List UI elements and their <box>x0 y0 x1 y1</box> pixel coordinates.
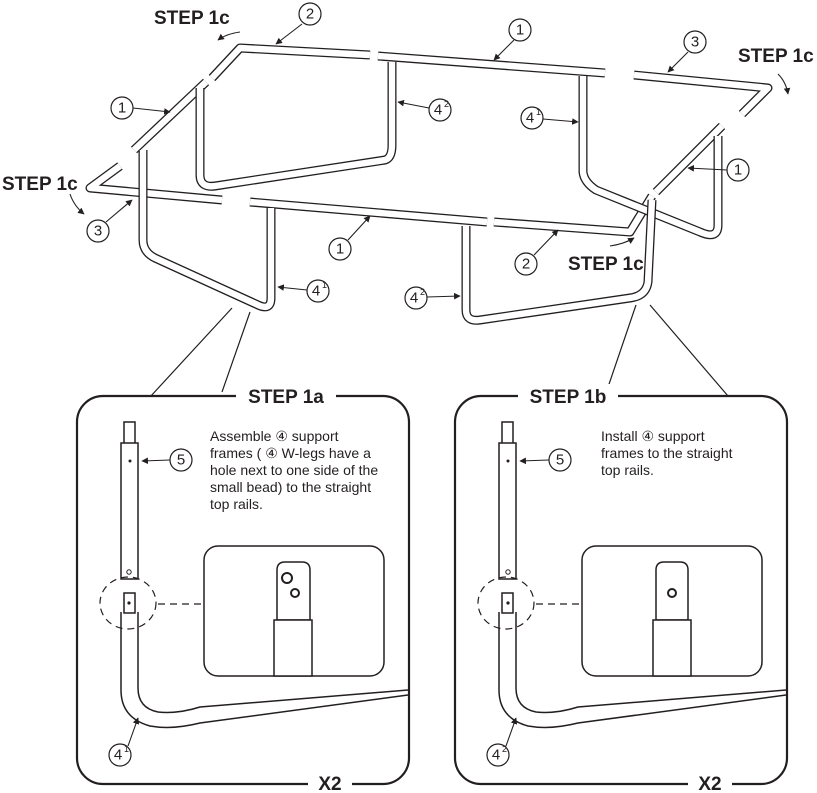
svg-text:3: 3 <box>94 223 102 240</box>
callout-3-top-right: 3 <box>667 30 707 73</box>
step-1c-label-top-right: STEP 1c <box>738 46 814 67</box>
rotate-arrow-front-right <box>609 237 635 247</box>
svg-text:2: 2 <box>502 744 507 754</box>
callout-4-2-front-right: 4 2 <box>404 286 461 310</box>
detail-panel-step-1a: STEP 1a X2 5 4 1 <box>75 384 411 793</box>
corner-rail-2-top-left <box>208 43 371 82</box>
support-frame-4-2-front-right <box>461 199 657 325</box>
step-1c-label-top-left: STEP 1c <box>154 8 230 29</box>
svg-text:2: 2 <box>306 6 314 23</box>
w-leg-4-1-detail <box>120 592 409 729</box>
w-leg-4-2-detail <box>498 592 787 729</box>
svg-text:2: 2 <box>420 287 425 297</box>
vertical-pole-5-a <box>120 421 139 580</box>
callout-5-a: 5 <box>141 448 193 472</box>
detail-panel-step-1b: STEP 1b X2 5 4 2 <box>453 384 789 793</box>
svg-text:1: 1 <box>124 744 129 754</box>
straight-rail-1-front <box>249 197 488 227</box>
corner-rail-3-top-right <box>633 70 773 118</box>
svg-text:4: 4 <box>114 747 122 764</box>
detail-pointer-lines-a <box>149 307 251 398</box>
rotate-arrow-top-right <box>777 73 791 95</box>
svg-text:1: 1 <box>118 100 126 117</box>
callout-2-top: 2 <box>275 2 322 45</box>
rotate-arrow-top-left <box>217 31 241 41</box>
callout-4-2-panel-b: 4 2 <box>486 717 518 767</box>
straight-rail-1-right <box>652 122 726 196</box>
svg-text:5: 5 <box>177 452 185 469</box>
callout-4-1-right: 4 1 <box>520 106 579 130</box>
step-1b-instructions: Install ④ support frames to the straight… <box>601 428 733 478</box>
svg-text:3: 3 <box>691 34 699 51</box>
quantity-x2-b: X2 <box>698 774 721 793</box>
callout-5-b: 5 <box>519 448 572 472</box>
callout-3-left: 3 <box>86 199 133 243</box>
step-1c-label-left: STEP 1c <box>2 174 78 195</box>
svg-text:1: 1 <box>336 241 344 258</box>
svg-text:4: 4 <box>526 110 534 127</box>
vertical-pole-5-b <box>498 421 517 580</box>
callout-2-front-right: 2 <box>514 229 559 276</box>
svg-text:5: 5 <box>556 452 564 469</box>
svg-text:1: 1 <box>536 107 541 117</box>
callout-4-1-panel-a: 4 1 <box>108 717 140 767</box>
callout-1-left: 1 <box>110 96 171 120</box>
zoom-inset-b <box>581 545 763 677</box>
step-1a-instructions: Assemble ④ support frames ( ④ W-legs hav… <box>210 428 379 512</box>
detail-pointer-lines-b <box>605 304 729 397</box>
callout-1-top: 1 <box>493 18 532 61</box>
svg-text:4: 4 <box>410 290 418 307</box>
detail-focus-circle-b <box>477 576 535 630</box>
svg-text:1: 1 <box>516 22 524 39</box>
step-1c-label-front-right: STEP 1c <box>568 254 644 275</box>
step-1b-title: STEP 1b <box>530 387 607 408</box>
svg-text:2: 2 <box>444 99 449 109</box>
svg-text:2: 2 <box>522 256 530 273</box>
support-frame-4-2-back <box>195 62 397 191</box>
straight-rail-1-top <box>377 51 606 78</box>
support-frame-4-1-front-left <box>138 150 276 312</box>
callout-1-right: 1 <box>687 158 750 182</box>
svg-text:4: 4 <box>434 102 442 119</box>
corner-rail-3-left <box>85 162 223 205</box>
callout-4-2-back: 4 2 <box>397 98 452 122</box>
svg-text:1: 1 <box>322 280 327 290</box>
rotate-arrow-left <box>69 193 85 215</box>
callout-4-1-front-left: 4 1 <box>277 279 330 303</box>
straight-rail-1-left <box>130 78 210 154</box>
step-1a-title: STEP 1a <box>248 387 324 408</box>
quantity-x2-a: X2 <box>318 774 341 793</box>
trampoline-frame <box>85 43 773 325</box>
svg-text:1: 1 <box>734 162 742 179</box>
svg-text:4: 4 <box>492 747 500 764</box>
svg-text:4: 4 <box>312 283 320 300</box>
detail-focus-circle-a <box>99 576 157 630</box>
zoom-inset-a <box>203 545 385 677</box>
callout-1-front: 1 <box>328 215 371 261</box>
